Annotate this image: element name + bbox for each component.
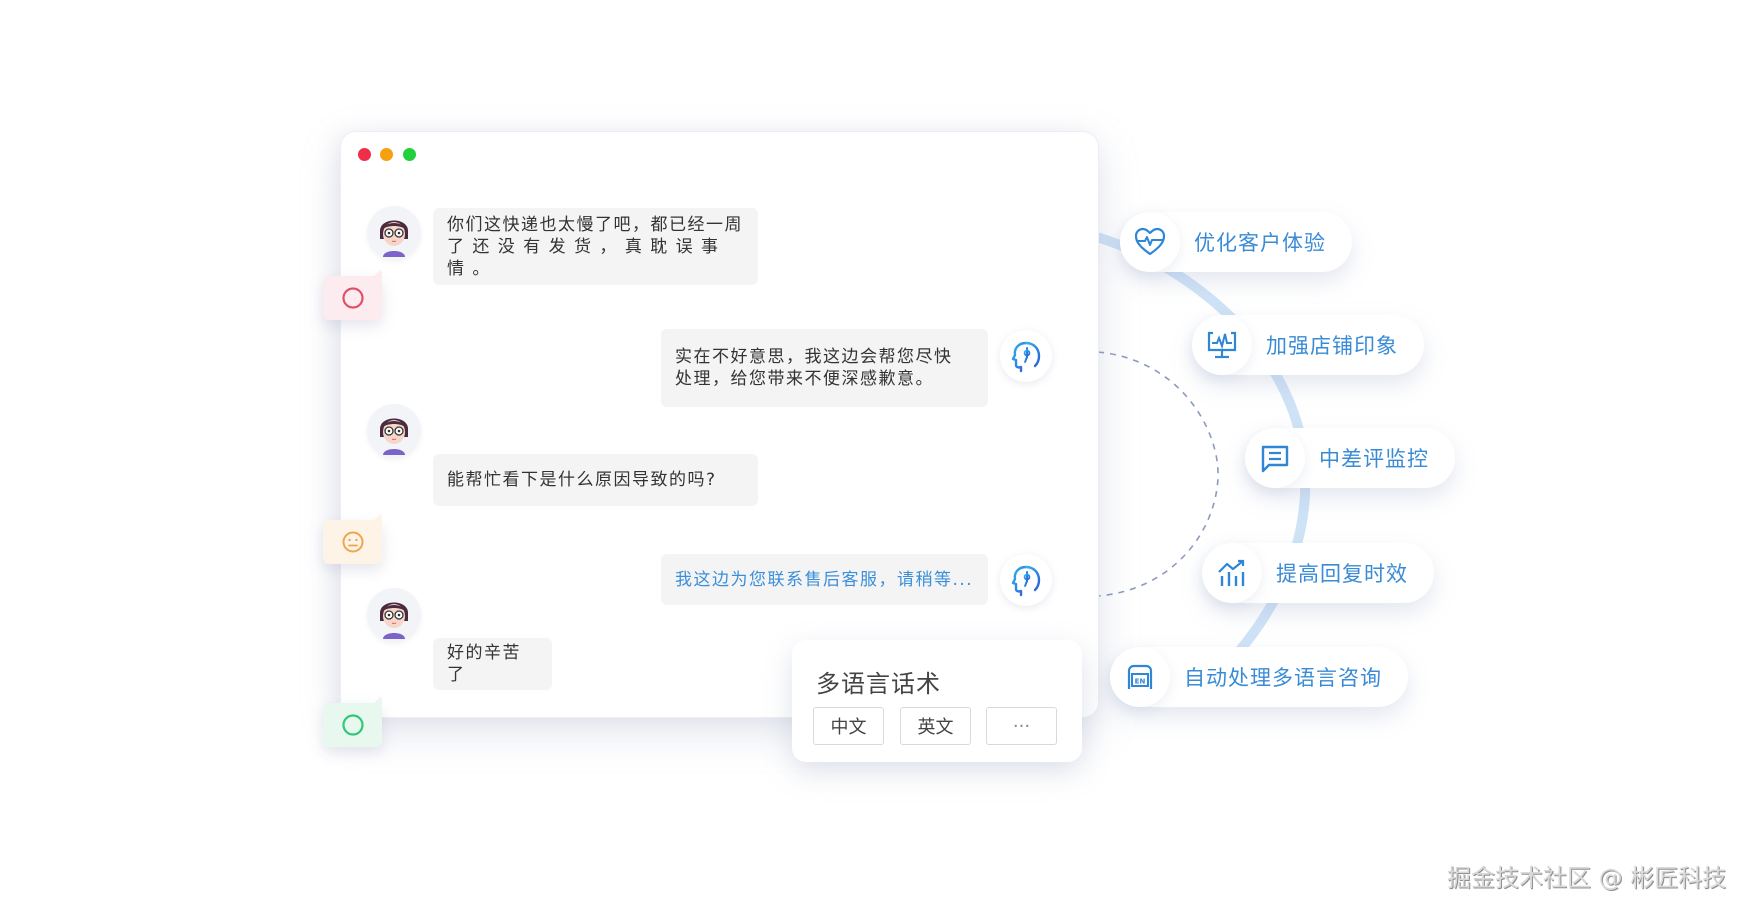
feature-response-time: 提高回复时效: [1202, 543, 1434, 603]
feature-review-monitoring: 中差评监控: [1245, 428, 1455, 488]
message-text: 好的辛苦了: [447, 643, 521, 685]
watermark: 掘金技术社区 @ 彬匠科技: [1447, 864, 1727, 892]
sentiment-tag-negative: [323, 276, 382, 320]
svg-text:EN: EN: [1135, 678, 1146, 686]
customer-avatar: [367, 404, 421, 458]
heart-pulse-icon: [1120, 212, 1180, 272]
feature-store-impression: 加强店铺印象: [1192, 315, 1424, 375]
monitor-chart-icon: [1192, 315, 1252, 375]
agent-message: 我这边为您联系售后客服，请稍等...: [661, 554, 988, 605]
window-close-button[interactable]: [358, 148, 371, 161]
sentiment-tag-neutral: [323, 520, 382, 564]
customer-message: 你们这快递也太慢了吧，都已经一周 了 还 没 有 发 货 ， 真 耽 误 事 情…: [433, 208, 758, 285]
lang-more-button[interactable]: ···: [986, 707, 1057, 745]
ai-agent-head-icon: [1011, 341, 1041, 373]
multilang-title: 多语言话术: [816, 670, 941, 698]
chat-bubble-icon: [1245, 428, 1305, 488]
lang-chinese-button[interactable]: 中文: [813, 707, 884, 745]
feature-label: 优化客户体验: [1194, 231, 1326, 255]
agent-avatar: [1000, 554, 1052, 606]
window-maximize-button[interactable]: [403, 148, 416, 161]
circle-outline-icon: [341, 287, 364, 309]
customer-avatar: [367, 588, 421, 642]
feature-label: 中差评监控: [1319, 447, 1429, 471]
agent-message: 实在不好意思，我这边会帮您尽快 处理，给您带来不便深感歉意。: [661, 329, 988, 407]
window-minimize-button[interactable]: [380, 148, 393, 161]
ai-agent-head-icon: [1011, 565, 1041, 597]
agent-avatar: [1000, 330, 1052, 382]
message-text: 我这边为您联系售后客服，请稍等...: [675, 569, 974, 590]
lang-english-button[interactable]: 英文: [900, 707, 971, 745]
message-text: 能帮忙看下是什么原因导致的吗?: [447, 470, 717, 490]
girl-glasses-icon: [380, 220, 408, 257]
sentiment-tag-positive: [323, 703, 382, 747]
dashed-arc: [1097, 351, 1219, 597]
message-text: 实在不好意思，我这边会帮您尽快 处理，给您带来不便深感歉意。: [675, 347, 953, 389]
feature-optimize-experience: 优化客户体验: [1120, 212, 1352, 272]
girl-glasses-icon: [380, 418, 408, 455]
message-text: 你们这快递也太慢了吧，都已经一周 了 还 没 有 发 货 ， 真 耽 误 事 情…: [447, 214, 743, 279]
bar-chart-trend-icon: [1202, 543, 1262, 603]
feature-label: 提高回复时效: [1276, 562, 1408, 586]
customer-message: 好的辛苦了: [433, 638, 552, 690]
customer-avatar: [367, 206, 421, 260]
feature-multilang-inquiry: EN 自动处理多语言咨询: [1110, 647, 1408, 707]
neutral-face-icon: [342, 531, 363, 553]
chat-window: 你们这快递也太慢了吧，都已经一周 了 还 没 有 发 货 ， 真 耽 误 事 情…: [340, 131, 1099, 718]
multilang-panel: 多语言话术 中文 英文 ···: [792, 640, 1082, 762]
girl-glasses-icon: [380, 602, 408, 639]
en-language-icon: EN: [1110, 647, 1170, 707]
customer-message: 能帮忙看下是什么原因导致的吗?: [433, 454, 758, 506]
feature-label: 加强店铺印象: [1266, 334, 1398, 358]
feature-label: 自动处理多语言咨询: [1184, 666, 1382, 690]
circle-outline-icon: [341, 714, 364, 736]
